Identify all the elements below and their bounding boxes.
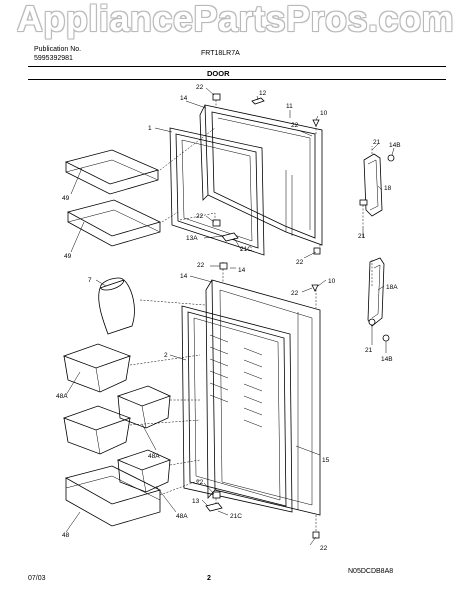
callout-22: 22	[196, 479, 204, 486]
header-rule-bottom	[28, 79, 446, 80]
callout-22: 22	[196, 213, 204, 220]
callout-18a: 18A	[386, 284, 398, 291]
model-number: FRT18LR7A	[201, 50, 240, 57]
callout-22: 22	[291, 122, 299, 129]
callout-2: 2	[164, 352, 168, 359]
callout-14: 14	[180, 273, 188, 280]
hinge-upper	[359, 146, 395, 228]
callout-48a: 48A	[148, 453, 160, 460]
watermark-text: AppliancePartsPros.com	[16, 0, 455, 39]
callout-15: 15	[322, 457, 330, 464]
callout-48: 48	[62, 532, 70, 539]
callout-11: 11	[286, 103, 293, 110]
freezer-shelves	[64, 149, 162, 247]
hinge-lower	[367, 257, 390, 342]
door-bins	[62, 343, 172, 493]
callout-1: 1	[148, 125, 152, 132]
callout-18: 18	[384, 185, 392, 192]
callout-22: 22	[197, 262, 205, 269]
egg-tray	[98, 277, 135, 335]
callout-10: 10	[328, 278, 336, 285]
fresh-food-door-gasket	[181, 305, 293, 513]
callout-labels: 22 12 14 11 10 22 1 21 14B 18 49 49 22 1…	[56, 84, 401, 552]
callout-13: 13	[192, 498, 200, 505]
publication-label: Publication No.	[34, 46, 82, 53]
callout-22: 22	[320, 545, 328, 552]
callout-13a: 13A	[186, 235, 198, 242]
section-title: DOOR	[207, 69, 230, 78]
callout-7: 7	[88, 277, 92, 284]
fresh-food-door	[205, 279, 321, 516]
callout-14: 14	[180, 95, 188, 102]
freezer-door	[199, 104, 323, 246]
callout-49: 49	[62, 195, 70, 202]
callout-22: 22	[296, 259, 304, 266]
leader-lines	[65, 87, 395, 546]
callout-48a: 48A	[56, 393, 68, 400]
callout-10: 10	[320, 110, 328, 117]
callout-48a: 48A	[176, 513, 188, 520]
callout-21: 21	[358, 233, 366, 240]
callout-14: 14	[238, 267, 246, 274]
callout-21c: 21C	[230, 513, 242, 520]
hinge-parts-lower	[205, 262, 320, 539]
footer-date: 07/03	[28, 575, 46, 582]
freezer-door-gasket	[169, 127, 265, 256]
door-liner-ribs	[209, 334, 263, 428]
header-rule-top	[28, 66, 446, 67]
callout-21: 21	[373, 139, 381, 146]
callout-14b: 14B	[381, 356, 393, 363]
drawing-code: N05DCDB8A8	[348, 568, 394, 575]
callout-12: 12	[259, 90, 267, 97]
page-number: 2	[207, 575, 211, 582]
callout-49: 49	[64, 253, 72, 260]
callout-21c: 21C	[240, 246, 252, 253]
callout-14b: 14B	[389, 142, 401, 149]
callout-21: 21	[365, 347, 373, 354]
callout-22: 22	[291, 290, 299, 297]
lower-door-shelf	[64, 465, 162, 527]
callout-22: 22	[196, 84, 204, 91]
publication-number: 5995392981	[34, 55, 73, 62]
